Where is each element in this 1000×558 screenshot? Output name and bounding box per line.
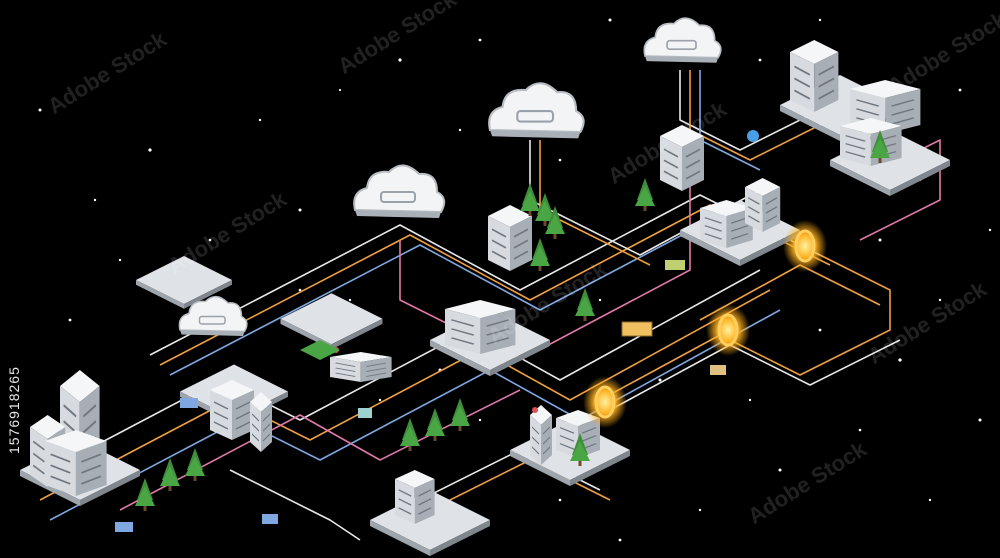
stock-image-id: 1576918265	[6, 366, 22, 454]
cloud-servers	[178, 17, 722, 337]
vehicles-and-markers	[115, 130, 759, 532]
glowing-data-nodes	[583, 220, 827, 428]
